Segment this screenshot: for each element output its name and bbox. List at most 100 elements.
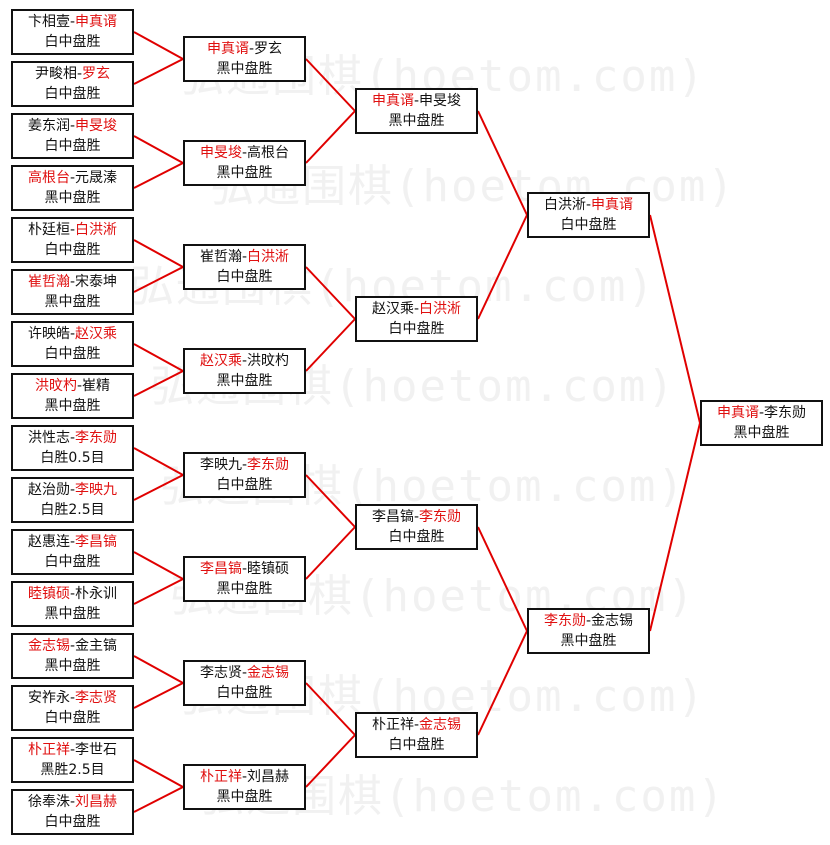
match-result: 白中盘胜	[560, 217, 617, 233]
player-name: 李志贤	[199, 665, 242, 681]
bracket-connector	[133, 162, 184, 189]
winner-name: 赵汉乘	[75, 326, 118, 342]
match-players: 崔哲瀚-宋泰坤	[13, 272, 132, 292]
bracket-connector	[133, 31, 184, 60]
bracket-connector	[305, 318, 356, 372]
winner-name: 朴正祥	[27, 742, 70, 758]
separator: -	[69, 326, 76, 342]
separator: -	[241, 353, 248, 369]
bracket-connector	[305, 474, 356, 528]
bracket-connector	[477, 630, 528, 736]
player-name: 朴廷桓	[27, 222, 70, 238]
winner-name: 李东勋	[543, 613, 586, 629]
match-result: 白中盘胜	[44, 34, 101, 50]
match-players: 金志锡-金主镐	[13, 636, 132, 656]
separator: -	[69, 794, 76, 810]
bracket-connector	[133, 759, 184, 788]
match-result: 黑中盘胜	[216, 165, 273, 181]
match-result: 白胜2.5目	[40, 502, 105, 518]
match-result: 黑中盘胜	[216, 373, 273, 389]
bracket-connector	[133, 58, 184, 85]
separator: -	[241, 249, 248, 265]
match-players: 申真谞-李东勋	[702, 403, 821, 423]
match-result: 黑中盘胜	[388, 113, 445, 129]
match-players: 朴正祥-刘昌赫	[185, 767, 304, 787]
match-result: 白中盘胜	[44, 554, 101, 570]
match-players: 朴廷桓-白洪淅	[13, 220, 132, 240]
match-result: 白胜0.5目	[40, 450, 105, 466]
winner-name: 申旻埈	[75, 118, 118, 134]
bracket-connector	[133, 578, 184, 605]
match-result: 白中盘胜	[44, 710, 101, 726]
player-name: 卞相壹	[27, 14, 70, 30]
match-players: 安祚永-李志贤	[13, 688, 132, 708]
separator: -	[413, 509, 420, 525]
separator: -	[69, 430, 76, 446]
match-result: 白中盘胜	[216, 269, 273, 285]
separator: -	[758, 405, 765, 421]
match-result: 白中盘胜	[44, 814, 101, 830]
separator: -	[241, 665, 248, 681]
match-players: 李志贤-金志锡	[185, 663, 304, 683]
match-result: 黑中盘胜	[44, 658, 101, 674]
separator: -	[248, 41, 255, 57]
match-box-round-4: 李东勋-金志锡黑中盘胜	[527, 608, 650, 654]
match-box-round-1: 卞相壹-申真谞白中盘胜	[11, 9, 134, 55]
match-box-round-1: 赵治勋-李映九白胜2.5目	[11, 477, 134, 523]
winner-name: 申真谞	[75, 14, 118, 30]
match-players: 卞相壹-申真谞	[13, 12, 132, 32]
match-players: 洪性志-李东勋	[13, 428, 132, 448]
player-name: 许映皓	[27, 326, 70, 342]
match-players: 朴正祥-李世石	[13, 740, 132, 760]
match-result: 黑胜2.5目	[40, 762, 105, 778]
winner-name: 洪旼杓	[34, 378, 77, 394]
match-box-round-1: 高根台-元晟溱黑中盘胜	[11, 165, 134, 211]
bracket-connector	[305, 526, 356, 580]
player-name: 洪性志	[27, 430, 70, 446]
match-players: 徐奉洙-刘昌赫	[13, 792, 132, 812]
winner-name: 李志贤	[75, 690, 118, 706]
match-result: 黑中盘胜	[216, 61, 273, 77]
winner-name: 朴正祥	[199, 769, 242, 785]
winner-name: 罗玄	[82, 66, 111, 82]
separator: -	[585, 613, 592, 629]
bracket-connector	[133, 786, 184, 813]
match-box-round-1: 徐奉洙-刘昌赫白中盘胜	[11, 789, 134, 835]
bracket-connector	[305, 682, 356, 736]
winner-name: 申真谞	[591, 197, 634, 213]
separator: -	[241, 145, 248, 161]
winner-name: 崔哲瀚	[27, 274, 70, 290]
winner-name: 赵汉乘	[199, 353, 242, 369]
match-box-round-3: 申真谞-申旻埈黑中盘胜	[355, 88, 478, 134]
match-result: 白中盘胜	[44, 86, 101, 102]
bracket-connector	[305, 734, 356, 788]
match-players: 李东勋-金志锡	[529, 611, 648, 631]
match-players: 李映九-李东勋	[185, 455, 304, 475]
match-result: 白中盘胜	[216, 685, 273, 701]
player-name: 崔精	[82, 378, 111, 394]
bracket-connector	[133, 370, 184, 397]
player-name: 宋泰坤	[75, 274, 118, 290]
match-box-round-1: 姜东润-申旻埈白中盘胜	[11, 113, 134, 159]
separator: -	[413, 717, 420, 733]
winner-name: 高根台	[27, 170, 70, 186]
match-players: 白洪淅-申真谞	[529, 195, 648, 215]
bracket-connector	[305, 266, 356, 320]
match-box-round-3: 朴正祥-金志锡白中盘胜	[355, 712, 478, 758]
match-box-round-1: 崔哲瀚-宋泰坤黑中盘胜	[11, 269, 134, 315]
match-result: 白中盘胜	[44, 242, 101, 258]
match-box-round-1: 许映皓-赵汉乘白中盘胜	[11, 321, 134, 367]
match-players: 尹畯相-罗玄	[13, 64, 132, 84]
player-name: 安祚永	[27, 690, 70, 706]
separator: -	[69, 118, 76, 134]
separator: -	[69, 170, 76, 186]
bracket-connector	[477, 214, 528, 320]
player-name: 睦镇硕	[247, 561, 290, 577]
player-name: 李东勋	[764, 405, 807, 421]
separator: -	[69, 482, 76, 498]
match-box-round-2: 朴正祥-刘昌赫黑中盘胜	[183, 764, 306, 810]
match-box-round-1: 朴廷桓-白洪淅白中盘胜	[11, 217, 134, 263]
match-box-round-1: 朴正祥-李世石黑胜2.5目	[11, 737, 134, 783]
match-players: 申真谞-罗玄	[185, 39, 304, 59]
player-name: 申旻埈	[419, 93, 462, 109]
